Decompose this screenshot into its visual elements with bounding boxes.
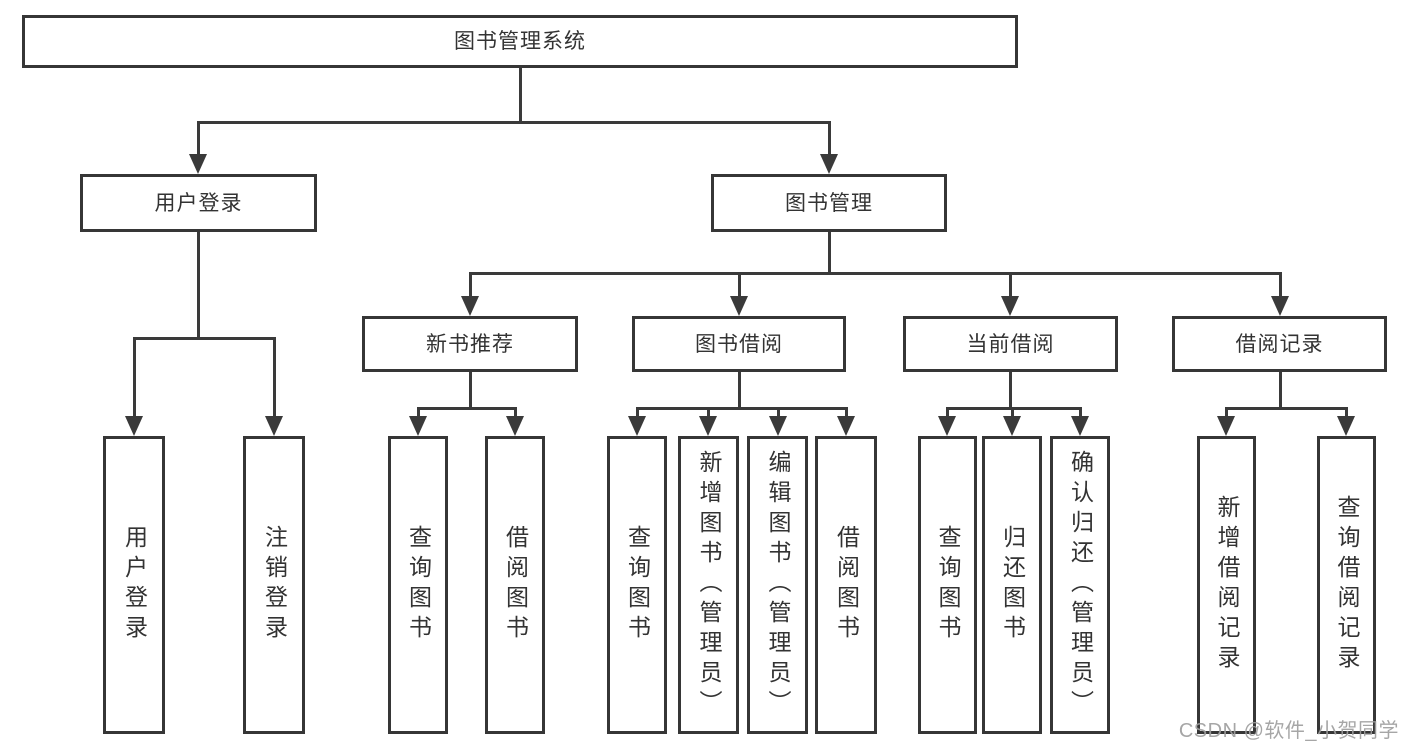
connector-horizontal-line: [196, 121, 831, 124]
node-borrow-records-label: 借阅记录: [1235, 332, 1324, 356]
connector-arrow-stem: [635, 407, 639, 418]
arrow-down-icon: [1271, 296, 1289, 316]
leaf-query-borrow-record-label: 查询借阅记录: [1334, 495, 1360, 675]
node-book-borrowing: 图书借阅: [632, 316, 846, 372]
arrow-down-icon: [1003, 416, 1021, 436]
arrow-down-icon: [1217, 416, 1235, 436]
arrow-down-icon: [837, 416, 855, 436]
leaf-confirm-return-admin-label: 确认归还（管理员）: [1067, 450, 1094, 720]
arrow-down-icon: [125, 416, 143, 436]
connector-horizontal-line: [945, 407, 1082, 410]
leaf-add-borrow-record: 新增借阅记录: [1197, 436, 1256, 734]
connector-arrow-stem: [945, 407, 949, 418]
connector-vertical-line: [827, 232, 831, 275]
connector-arrow-stem: [1078, 407, 1082, 418]
node-root: 图书管理系统: [22, 15, 1018, 68]
arrow-down-icon: [730, 296, 748, 316]
node-new-book-recommend-label: 新书推荐: [426, 332, 514, 356]
arrow-down-icon: [820, 154, 838, 174]
connector-arrow-stem: [272, 337, 276, 418]
leaf-add-books-admin: 新增图书（管理员）: [678, 436, 739, 734]
connector-vertical-line: [1278, 372, 1282, 410]
connector-horizontal-line: [132, 337, 276, 340]
node-user-login: 用户登录: [80, 174, 317, 232]
leaf-logout: 注销登录: [243, 436, 305, 734]
connector-arrow-stem: [1344, 407, 1348, 418]
leaf-edit-books-admin-label: 编辑图书（管理员）: [765, 450, 791, 720]
leaf-current-query-books: 查询图书: [918, 436, 977, 734]
arrow-down-icon: [409, 416, 427, 436]
arrow-down-icon: [265, 416, 283, 436]
arrow-down-icon: [699, 416, 717, 436]
connector-arrow-stem: [132, 337, 136, 418]
connector-arrow-stem: [737, 272, 741, 298]
connector-vertical-line: [737, 372, 741, 410]
arrow-down-icon: [938, 416, 956, 436]
leaf-newrec-query-books-label: 查询图书: [405, 525, 432, 645]
connector-vertical-line: [518, 68, 522, 124]
connector-horizontal-line: [468, 272, 1282, 275]
leaf-current-query-books-label: 查询图书: [935, 525, 961, 645]
arrow-down-icon: [1071, 416, 1089, 436]
connector-arrow-stem: [416, 407, 420, 418]
node-book-management-label: 图书管理: [785, 191, 873, 215]
leaf-borrowing-borrow-books: 借阅图书: [815, 436, 877, 734]
arrow-down-icon: [461, 296, 479, 316]
leaf-return-books-label: 归还图书: [999, 525, 1026, 645]
leaf-logout-label: 注销登录: [261, 525, 288, 645]
node-book-management: 图书管理: [711, 174, 947, 232]
leaf-add-borrow-record-label: 新增借阅记录: [1214, 495, 1240, 675]
arrow-down-icon: [628, 416, 646, 436]
watermark: CSDN @软件_小贺同学: [1178, 720, 1399, 742]
connector-horizontal-line: [1224, 407, 1348, 410]
leaf-add-books-admin-label: 新增图书（管理员）: [696, 450, 722, 720]
leaf-query-borrow-record: 查询借阅记录: [1317, 436, 1376, 734]
connector-horizontal-line: [416, 407, 517, 410]
arrow-down-icon: [1001, 296, 1019, 316]
arrow-down-icon: [1337, 416, 1355, 436]
leaf-borrowing-query-books: 查询图书: [607, 436, 667, 734]
leaf-confirm-return-admin: 确认归还（管理员）: [1050, 436, 1110, 734]
connector-arrow-stem: [1278, 272, 1282, 298]
node-current-borrowing: 当前借阅: [903, 316, 1118, 372]
connector-arrow-stem: [827, 121, 831, 156]
leaf-user-login-label: 用户登录: [121, 525, 148, 645]
node-root-label: 图书管理系统: [454, 30, 586, 53]
leaf-return-books: 归还图书: [982, 436, 1042, 734]
node-user-login-label: 用户登录: [154, 191, 243, 215]
leaf-borrowing-query-books-label: 查询图书: [624, 525, 651, 645]
connector-arrow-stem: [468, 272, 472, 298]
connector-vertical-line: [196, 232, 200, 340]
connector-arrow-stem: [776, 407, 780, 418]
leaf-borrowing-borrow-books-label: 借阅图书: [833, 525, 860, 645]
leaf-user-login: 用户登录: [103, 436, 165, 734]
leaf-newrec-borrow-books: 借阅图书: [485, 436, 545, 734]
connector-vertical-line: [468, 372, 472, 410]
connector-arrow-stem: [1224, 407, 1228, 418]
connector-horizontal-line: [635, 407, 848, 410]
node-current-borrowing-label: 当前借阅: [966, 332, 1055, 356]
node-borrow-records: 借阅记录: [1172, 316, 1387, 372]
connector-arrow-stem: [196, 121, 200, 156]
leaf-newrec-query-books: 查询图书: [388, 436, 448, 734]
leaf-newrec-borrow-books-label: 借阅图书: [502, 525, 529, 645]
leaf-edit-books-admin: 编辑图书（管理员）: [747, 436, 808, 734]
connector-arrow-stem: [706, 407, 710, 418]
connector-arrow-stem: [513, 407, 517, 418]
arrow-down-icon: [189, 154, 207, 174]
arrow-down-icon: [506, 416, 524, 436]
node-new-book-recommend: 新书推荐: [362, 316, 578, 372]
node-book-borrowing-label: 图书借阅: [695, 332, 783, 356]
connector-arrow-stem: [844, 407, 848, 418]
connector-arrow-stem: [1008, 272, 1012, 298]
arrow-down-icon: [769, 416, 787, 436]
connector-arrow-stem: [1010, 407, 1014, 418]
connector-vertical-line: [1008, 372, 1012, 410]
